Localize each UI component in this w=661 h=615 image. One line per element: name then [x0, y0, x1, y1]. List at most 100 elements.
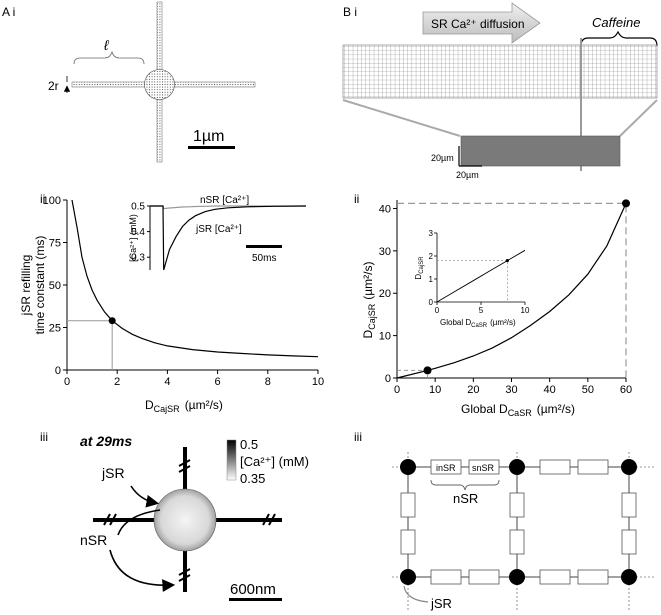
dglobal-y-tick-label: 20: [379, 288, 391, 300]
refill-y-tick-label: 25: [49, 323, 61, 335]
dglobal-x-tick-label: 40: [544, 384, 556, 396]
inset2-x-tick-label: 10: [521, 306, 530, 315]
refill-ylabel-2: time constant (ms): [33, 236, 47, 335]
aiii-scalebar-label: 600nm: [230, 581, 276, 598]
panel-label-aiii: iii: [40, 430, 48, 444]
dglobal-x-tick-label: 60: [620, 384, 632, 396]
junctional-sphere: [144, 69, 175, 100]
panel-label-biii: iii: [354, 430, 362, 444]
panel-label-aii: ii: [40, 192, 45, 206]
scalebar-20um-h-label: 20µm: [456, 170, 479, 180]
biii-jsr-label: jSR: [430, 596, 452, 611]
biii-nsr-brace: [430, 479, 500, 491]
dglobal-x-tick-label: 0: [394, 384, 400, 396]
inset-scalebar: [246, 245, 282, 248]
biii-compartments: [400, 459, 637, 585]
dglobal-ylabel: DCajSR(µm²/s): [361, 262, 377, 339]
dglobal-y-tick-label: 10: [379, 331, 391, 343]
zoom-line-right: [619, 99, 658, 137]
inset2-y-tick-label: 1: [429, 275, 434, 284]
dglobal-y-tick-label: 30: [379, 246, 391, 258]
scalebar-1um: [188, 146, 235, 149]
zoom-line-left: [342, 99, 461, 137]
aiii-nsr-arrow-2: [109, 549, 176, 592]
refill-x-tick-label: 2: [114, 376, 120, 388]
panel-label-bi: B i: [343, 5, 357, 19]
dglobal-curve: [396, 203, 627, 379]
panel-aiii: iii at 29ms jSR nSR 0.5 [Ca²⁺] (mM) 0.35…: [40, 430, 309, 601]
scalebar-1um-label: 1µm: [193, 128, 224, 145]
caffeine-brace: [580, 30, 658, 47]
refill-x-tick-label: 6: [215, 376, 221, 388]
dglobal-marker: [622, 199, 630, 208]
diffusion-arrow: [422, 2, 541, 44]
refill-y-tick-label: 0: [55, 365, 61, 377]
dglobal-x-tick-label: 20: [467, 384, 479, 396]
sr-mesh: [342, 44, 658, 99]
refill-x-tick-label: 0: [64, 376, 70, 388]
inset2-y-tick-label: 3: [429, 229, 434, 238]
aiii-colorbar: [226, 439, 237, 481]
refill-curve: [71, 199, 319, 358]
refill-x-tick-label: 10: [312, 376, 324, 388]
radius-label: 2r: [48, 79, 59, 93]
scalebar-20um-v-label: 20µm: [431, 153, 454, 163]
inset2-y-tick-label: 2: [429, 252, 434, 261]
panel-bi: B i SR Ca²⁺ diffusion Caffeine 20µm 20µm: [342, 2, 658, 180]
panel-ai: A i ℓ 2r 1µm: [2, 1, 256, 163]
refill-xlabel: DCajSR(µm²/s): [145, 398, 223, 414]
biii-jsr-pointer: [403, 585, 429, 603]
length-symbol: ℓ: [103, 37, 109, 53]
dglobal-y-tick-label: 0: [385, 373, 391, 385]
aiii-title: at 29ms: [80, 433, 132, 449]
refill-y-tick-label: 50: [49, 280, 61, 292]
aiii-jsr-label: jSR: [101, 465, 125, 481]
dglobal-y-tick-label: 40: [379, 203, 391, 215]
refill-y-tick-label: 100: [43, 195, 61, 207]
inset-scalebar-label: 50ms: [252, 253, 276, 264]
length-brace: [73, 50, 145, 65]
panel-label-bii: ii: [354, 192, 359, 206]
dglobal-x-tick-label: 30: [505, 384, 517, 396]
diffusion-label: SR Ca²⁺ diffusion: [431, 17, 525, 31]
refill-ylabel-1: jSR refilling: [19, 255, 33, 317]
aiii-break-marks: [103, 459, 276, 582]
refill-x-tick-label: 4: [164, 376, 170, 388]
cell-block: [460, 135, 621, 167]
aiii-colorbar-label: [Ca²⁺] (mM): [240, 454, 309, 469]
biii-nsr-label: nSR: [453, 491, 478, 506]
biii-network-lines: [407, 466, 630, 578]
inset-nsr-label: nSR [Ca²⁺]: [200, 195, 249, 206]
biii-snsr-label: snSR: [472, 463, 495, 473]
aiii-jsr-sphere: [153, 488, 217, 552]
inset2-guide: [437, 260, 508, 302]
inset-jsr-curve: [150, 205, 307, 271]
inset2-ylabel: DCajSR: [414, 256, 425, 280]
refill-marker: [108, 317, 116, 325]
inset2-marker: [505, 259, 509, 263]
biii-insr-label: inSR: [436, 463, 456, 473]
panel-biii: iii: [354, 430, 655, 611]
inset2-x-tick-label: 5: [479, 306, 484, 315]
inset2-xlabel: Global DCaSR(µm²/s): [440, 318, 516, 329]
aiii-colorbar-min: 0.35: [240, 471, 265, 486]
inset-y-tick-label: 0.4: [131, 227, 145, 238]
dglobal-marker: [423, 366, 432, 375]
inset2-curve: [436, 249, 526, 303]
aiii-jsr-arrow: [130, 485, 160, 508]
refill-x-tick-label: 8: [265, 376, 271, 388]
inset2-x-tick-label: 0: [435, 306, 440, 315]
caffeine-label: Caffeine: [592, 15, 640, 30]
dglobal-xlabel: Global DCaSR(µm²/s): [461, 402, 575, 418]
dglobal-guide-60: [397, 202, 627, 378]
panel-label-ai: A i: [2, 5, 15, 19]
inset-jsr-label: jSR [Ca²⁺]: [195, 224, 242, 235]
aiii-nsr-arrow-1: [117, 509, 161, 536]
